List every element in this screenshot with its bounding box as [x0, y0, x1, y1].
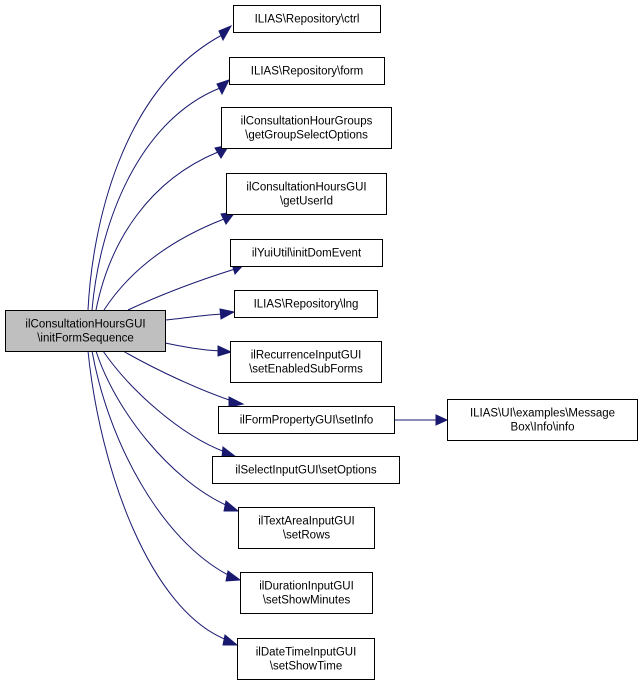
function-node[interactable]: ilSelectInputGUI\setOptions [212, 456, 400, 484]
edge-line [95, 151, 219, 311]
arrowhead-icon [217, 345, 233, 357]
function-node[interactable]: ilConsultationHourGroups \getGroupSelectO… [221, 107, 392, 149]
edge-line [102, 350, 226, 453]
node-label: ILIAS\Repository\form [251, 66, 363, 78]
node-box[interactable] [5, 310, 166, 352]
node-label: ilDurationInputGUI [259, 581, 354, 593]
node-box[interactable] [240, 572, 373, 614]
node-label: ilConsultationHoursGUI [25, 319, 145, 331]
node-box[interactable] [226, 173, 387, 215]
edge-root-to-n6 [164, 308, 236, 321]
arrowhead-icon [216, 79, 230, 96]
node-box[interactable] [212, 456, 400, 484]
root-node[interactable]: ilConsultationHoursGUI \initFormSequence [5, 310, 166, 352]
edge-root-to-n11 [91, 350, 242, 582]
node-label: ilTextAreaInputGUI [258, 516, 355, 528]
arrowhead-icon [219, 308, 236, 320]
edge-line [164, 342, 221, 352]
edge-line [87, 34, 223, 311]
node-box[interactable] [230, 239, 383, 267]
edge-root-to-n4 [103, 211, 237, 311]
node-label: \setShowMinutes [263, 595, 351, 607]
node-label: ilConsultationHourGroups [241, 116, 373, 128]
function-node[interactable]: ilConsultationHoursGUI \getUserId [226, 173, 387, 215]
edge-line [127, 268, 236, 311]
edge-line [95, 350, 229, 507]
node-box[interactable] [230, 341, 382, 383]
function-node[interactable]: ILIAS\Repository\lng [234, 290, 378, 318]
node-box[interactable] [238, 507, 375, 549]
node-box[interactable] [229, 57, 385, 85]
node-box[interactable] [233, 5, 381, 33]
node-box[interactable] [237, 638, 375, 680]
function-node[interactable]: ilFormPropertyGUI\setInfo [218, 406, 395, 434]
node-label: ilSelectInputGUI\setOptions [235, 465, 377, 477]
function-node[interactable]: ilDurationInputGUI \setShowMinutes [240, 572, 373, 614]
node-label: \setEnabledSubForms [249, 364, 363, 376]
edge-line [122, 350, 233, 402]
node-label: Box\Info\info [511, 422, 575, 434]
edge-line [91, 87, 221, 311]
arrowhead-icon [218, 24, 233, 42]
node-box[interactable] [218, 406, 395, 434]
node-label: ilConsultationHoursGUI [246, 182, 366, 194]
arrowhead-icon [222, 634, 239, 646]
function-node[interactable]: ILIAS\Repository\ctrl [233, 5, 381, 33]
edge-n8-to-n13 [394, 414, 449, 426]
arrowhead-icon [221, 446, 238, 458]
node-box[interactable] [221, 107, 392, 149]
edge-line [91, 350, 231, 577]
node-box[interactable] [447, 399, 638, 441]
function-node[interactable]: ilTextAreaInputGUI \setRows [238, 507, 375, 549]
nodes-layer: ilConsultationHoursGUI\initFormSequenceI… [5, 5, 638, 680]
arrowhead-icon [223, 500, 240, 512]
arrowhead-icon [225, 570, 242, 582]
edge-root-to-n7 [164, 342, 233, 357]
node-label: ilDateTimeInputGUI [256, 647, 357, 659]
edge-root-to-n2 [91, 79, 230, 311]
function-node[interactable]: ilDateTimeInputGUI \setShowTime [237, 638, 375, 680]
node-label: \getGroupSelectOptions [245, 130, 368, 142]
function-node[interactable]: ILIAS\Repository\form [229, 57, 385, 85]
edge-root-to-n1 [87, 24, 233, 311]
node-label: \setShowTime [270, 661, 342, 673]
node-label: ilFormPropertyGUI\setInfo [240, 415, 374, 427]
arrowhead-icon [228, 396, 245, 408]
node-label: \setRows [283, 530, 331, 542]
edge-root-to-n5 [127, 262, 247, 311]
node-label: \getUserId [280, 196, 333, 208]
edge-line [87, 350, 228, 641]
arrowhead-icon [435, 414, 449, 426]
node-box[interactable] [234, 290, 378, 318]
edge-line [164, 313, 223, 321]
function-node[interactable]: ilRecurrenceInputGUI \setEnabledSubForms [230, 341, 382, 383]
node-label: ILIAS\UI\examples\Message [470, 408, 615, 420]
edge-root-to-n9 [102, 350, 238, 458]
node-label: ILIAS\Repository\lng [254, 299, 359, 311]
node-label: ilRecurrenceInputGUI [251, 350, 362, 362]
node-label: ilYuiUtil\initDomEvent [252, 248, 362, 260]
edge-root-to-n10 [95, 350, 240, 512]
function-node[interactable]: ilYuiUtil\initDomEvent [230, 239, 383, 267]
edge-root-to-n12 [87, 350, 239, 646]
edge-line [103, 218, 225, 311]
edge-root-to-n8 [122, 350, 245, 408]
node-label: ILIAS\Repository\ctrl [255, 14, 360, 26]
node-label: \initFormSequence [37, 333, 134, 345]
